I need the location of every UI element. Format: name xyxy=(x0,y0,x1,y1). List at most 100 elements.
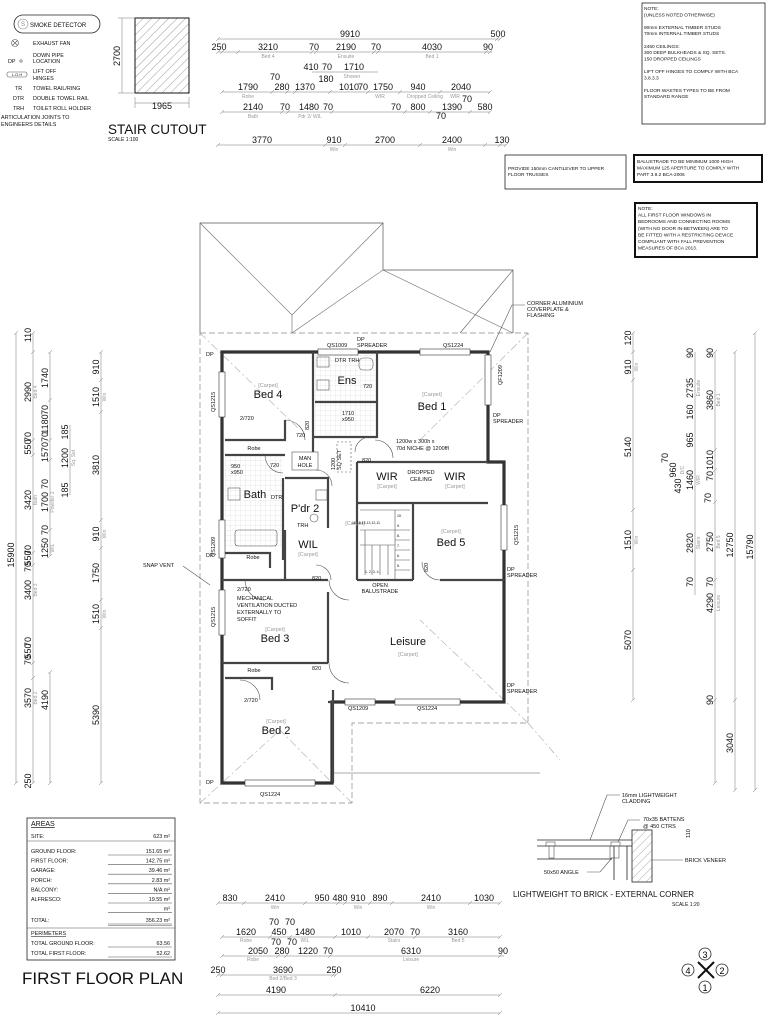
ens-door-720: 720 xyxy=(363,384,372,390)
dim-top-label: Shower xyxy=(344,74,361,80)
dim-bottom: 70 xyxy=(269,917,279,927)
man-hole-1: MAN xyxy=(299,456,311,462)
dp-spreader-top-2: SPREADER xyxy=(357,343,387,349)
compass-3: 3 xyxy=(702,950,707,960)
bath-door-720: 720 xyxy=(270,463,279,469)
bath-basin xyxy=(227,487,241,501)
niche-2: 70d NICHE @ 1200ffl xyxy=(396,446,449,452)
stair-numbers-top: 16,15,14,13,12,11. xyxy=(352,521,381,525)
robe-bed4: Robe xyxy=(247,446,260,452)
dimension-lines xyxy=(13,36,758,1016)
open-balustrade-1: OPEN xyxy=(372,583,388,589)
dim-bottom: 250 xyxy=(326,965,341,975)
windows xyxy=(218,348,508,787)
dim-top-label: Bath xyxy=(248,114,259,120)
room-wil: WIL xyxy=(298,539,318,551)
dp-sw: DP xyxy=(206,780,214,786)
dim-top: 500 xyxy=(490,29,505,39)
note-balustrade-line: PART 3.9.2 BCA-2006 xyxy=(637,172,685,178)
stair-cutout-width: 1965 xyxy=(152,101,172,111)
dim-top: 800 xyxy=(410,102,425,112)
window-qs1009: QS1009 xyxy=(327,343,347,349)
dim-left: 70 xyxy=(23,432,33,442)
dim-bottom-label: Bed 5 xyxy=(451,938,464,944)
dim-left-label: Bed 4 xyxy=(33,385,39,398)
room-bed-5: Bed 5 xyxy=(437,537,466,549)
note-general-line: LIFT OFF HINGES TO COMPLY WITH BCA xyxy=(644,69,739,75)
dim-bottom: 250 xyxy=(210,965,225,975)
dim-bottom: 450 xyxy=(271,927,286,937)
note-windows-line: BEDROOMS AND CONNECTING ROOMS xyxy=(638,219,730,225)
dim-top-label: Bed 1 xyxy=(425,54,438,60)
dim-top-label: Robe xyxy=(242,94,254,100)
stair-number: 10. xyxy=(397,514,402,518)
room-wir-1: WIR xyxy=(376,471,397,483)
dp-west: DP xyxy=(206,553,214,559)
dim-bottom-label: Win xyxy=(354,905,363,911)
dim-bottom: 90 xyxy=(498,946,508,956)
area-row-label: GROUND FLOOR: xyxy=(31,849,77,855)
dim-top: 2700 xyxy=(375,135,395,145)
dim-bottom: 1480 xyxy=(295,927,315,937)
dim-bottom: 1220 xyxy=(298,946,318,956)
windows-note: NOTE:ALL FIRST FLOOR WINDOWS INBEDROOMS … xyxy=(634,202,758,258)
dim-right: 160 xyxy=(685,404,695,419)
dim-top-label: Bed 4 xyxy=(261,54,274,60)
dim-left-label: WIL xyxy=(50,543,56,552)
detail-angle: 50x50 ANGLE xyxy=(544,870,579,876)
dim-right: 70 xyxy=(685,577,695,587)
note-balustrade-line: BALUSTRADE TO BE MINIMUM 1000 HIGH xyxy=(637,159,733,165)
room-wir-2: WIR xyxy=(444,471,465,483)
stair-cutout: 2700 1965 STAIR CUTOUT SCALE 1:100 xyxy=(108,17,207,143)
dim-bottom: 4190 xyxy=(266,985,286,995)
dim-right-label: Win xyxy=(634,535,640,544)
dim-right: 910 xyxy=(623,359,633,374)
area-row-label: BALCONY: xyxy=(31,887,58,893)
dim-left: 1510 xyxy=(91,387,101,407)
dim-left: 1180 xyxy=(40,414,50,433)
dim-bottom-label: Stairs xyxy=(388,938,401,944)
dim-bottom: 1620 xyxy=(236,927,256,937)
external-corner-detail: 16mm LIGHTWEIGHT CLADDING 70x35 BATTENS … xyxy=(513,793,726,908)
dim-right: 430 xyxy=(673,478,683,493)
dim-bottom: 6310 xyxy=(401,946,421,956)
dim-top: 1750 xyxy=(373,82,393,92)
leisure-floor: [Carpet] xyxy=(398,652,418,658)
bed3-floor: [Carpet] xyxy=(265,627,285,633)
dim-top-label: Win xyxy=(330,147,339,153)
note-balustrade-line: MAXIMUM 125 APERTURE TO COMPLY WITH xyxy=(637,166,740,172)
shower-size-2: x950 xyxy=(342,417,354,423)
bed4-robe-2720: 2/720 xyxy=(240,416,254,422)
exhaust-fan-icon xyxy=(11,39,19,47)
dim-right: 1010 xyxy=(705,450,715,470)
corner-note-2: COVERPLATE & xyxy=(527,307,569,313)
ensuite-basin-2 xyxy=(316,379,330,391)
bath-shower-2: x950 xyxy=(231,470,243,476)
dim-bottom: 70 xyxy=(410,927,420,937)
mech-vent-1: MECHANICAL xyxy=(237,596,273,602)
note-general-line: 3.8.3.3 xyxy=(644,75,659,81)
powder-basin xyxy=(315,489,328,501)
internal-walls xyxy=(222,352,504,783)
note-windows-line: BE FITTED WITH A RESTRICTING DEVICE xyxy=(638,232,733,238)
dim-top: 1710 xyxy=(344,62,364,72)
note-general-line: STANDARD RANGE xyxy=(644,94,688,100)
area-row-value: N/A m² xyxy=(154,887,171,893)
dim-right-label: Win xyxy=(634,362,640,371)
room-bed-4: Bed 4 xyxy=(254,389,283,401)
detail-cladding-1: 16mm LIGHTWEIGHT xyxy=(622,793,678,799)
dim-top: 90 xyxy=(483,42,493,52)
down-pipe-label-1: DOWN PIPE xyxy=(33,53,64,59)
dim-right: 960 xyxy=(668,462,678,477)
dim-right: 3860 xyxy=(705,390,715,410)
down-pipe-label-2: LOCATION xyxy=(33,59,60,65)
bed3-robe-2720: 2/720 xyxy=(237,587,251,593)
tr-symbol: TR xyxy=(15,86,22,92)
dim-left: 3420 xyxy=(23,490,33,510)
area-row-label: ALFRESCO: xyxy=(31,897,62,903)
dim-left: 250 xyxy=(23,773,33,788)
dim-left: 910 xyxy=(91,526,101,541)
dim-top: 70 xyxy=(309,42,319,52)
wil-floor: [Carpet] xyxy=(298,552,318,558)
corner-note-3: FLASHING xyxy=(527,313,555,319)
